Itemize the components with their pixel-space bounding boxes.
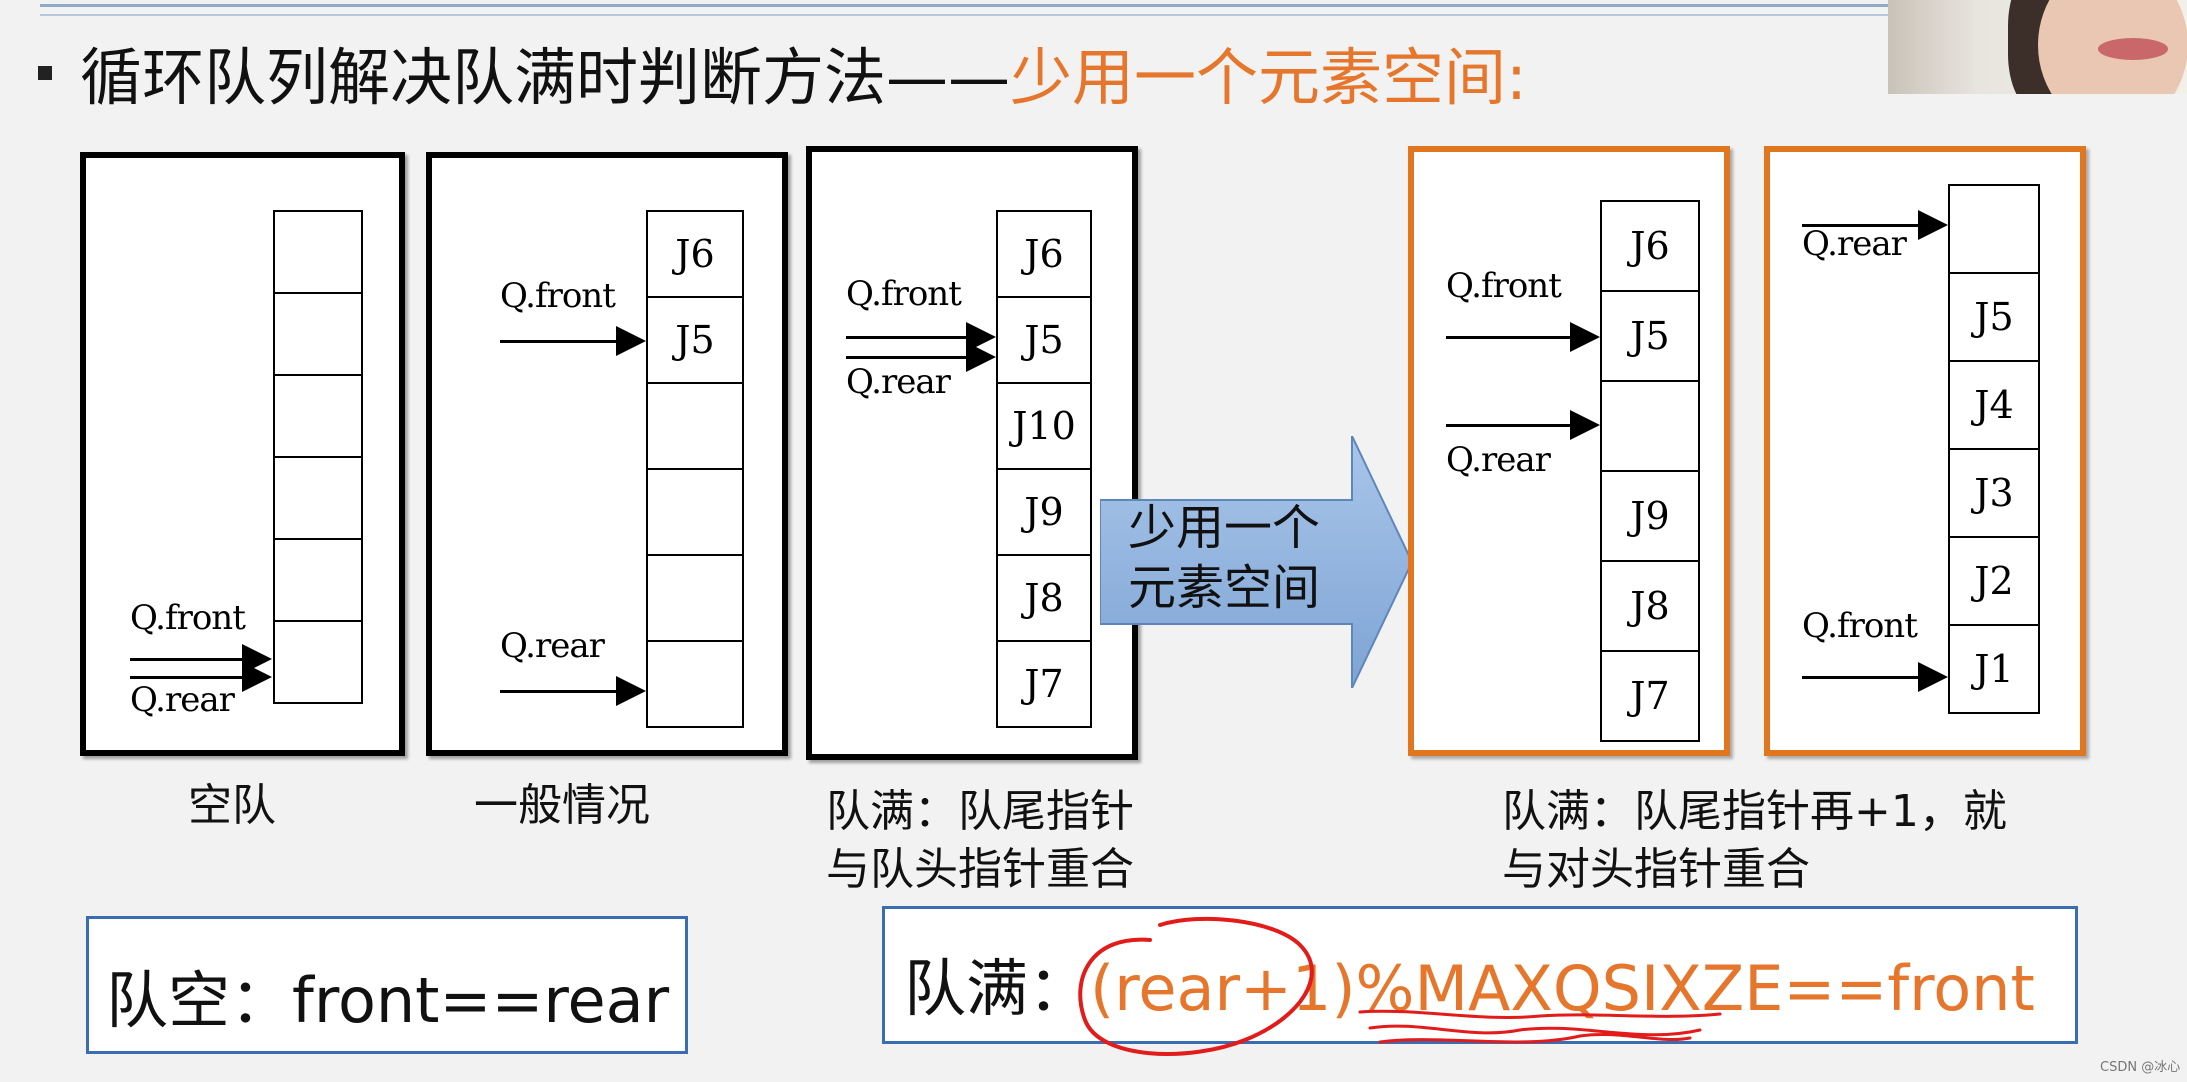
empty-condition-formula: 队空：front==rear bbox=[106, 964, 670, 1037]
queue-cell: J1 bbox=[1948, 624, 2040, 714]
front-pointer-label: Q.front bbox=[1802, 606, 1918, 646]
rear-pointer-arrow bbox=[1446, 410, 1600, 440]
queue-cell bbox=[273, 620, 363, 704]
rear-pointer-arrow bbox=[846, 342, 996, 372]
watermark: CSDN @冰心 bbox=[2100, 1060, 2181, 1075]
rear-pointer-label: Q.rear bbox=[1446, 440, 1551, 480]
queue-cell bbox=[646, 640, 744, 728]
queue-cell: J5 bbox=[1948, 272, 2040, 362]
full-condition-prefix: 队满： bbox=[904, 952, 1091, 1025]
queue-cell bbox=[273, 374, 363, 458]
rear-pointer-arrow bbox=[1802, 210, 1948, 240]
presenter-webcam bbox=[1888, 0, 2187, 94]
diagram-full-one-less-a: J6 J5 J9 J8 J7 Q.front Q.rear bbox=[1408, 146, 1730, 756]
front-pointer-arrow bbox=[846, 322, 996, 352]
caption-one-less-line2: 与对头指针重合 bbox=[1502, 844, 1810, 895]
queue-cell: J5 bbox=[646, 296, 744, 384]
queue-cell: J10 bbox=[996, 382, 1092, 470]
queue-cell bbox=[273, 538, 363, 622]
front-pointer-label: Q.front bbox=[500, 276, 616, 316]
rear-pointer-label: Q.rear bbox=[500, 626, 605, 666]
rear-pointer-label: Q.rear bbox=[130, 680, 235, 720]
front-pointer-label: Q.front bbox=[130, 598, 246, 638]
rear-pointer-label: Q.rear bbox=[1802, 224, 1907, 264]
rear-pointer-arrow bbox=[500, 676, 646, 706]
queue-cell: J8 bbox=[1600, 560, 1700, 652]
front-pointer-arrow bbox=[500, 326, 646, 356]
caption-empty: 空队 bbox=[188, 780, 276, 831]
queue-cell: J7 bbox=[996, 640, 1092, 728]
diagram-general-case: J6 J5 Q.front Q.rear bbox=[426, 152, 788, 756]
caption-general: 一般情况 bbox=[474, 780, 650, 831]
presenter-mouth bbox=[2098, 38, 2168, 60]
diagram-full-one-less-b: J5 J4 J3 J2 J1 Q.rear Q.front bbox=[1764, 146, 2086, 756]
title-main: 循环队列解决队满时判断方法—— bbox=[80, 41, 1011, 114]
queue-cell: J8 bbox=[996, 554, 1092, 642]
queue-cell bbox=[646, 382, 744, 470]
arrow-label-line1: 少用一个 bbox=[1128, 500, 1321, 556]
rear-pointer-label: Q.rear bbox=[846, 362, 951, 402]
queue-cell: J9 bbox=[1600, 470, 1700, 562]
full-condition-formula: 队满：(rear+1)%MAXQSIXZE==front bbox=[904, 938, 2035, 1028]
queue-cell bbox=[646, 554, 744, 642]
header-rule-thin bbox=[40, 14, 1890, 16]
queue-cell: J5 bbox=[1600, 290, 1700, 382]
queue-cell bbox=[1600, 380, 1700, 472]
queue-cell bbox=[646, 468, 744, 556]
front-pointer-arrow bbox=[130, 644, 272, 674]
header-rule bbox=[40, 4, 1890, 7]
empty-condition-box bbox=[86, 916, 688, 1054]
queue-cell: J7 bbox=[1600, 650, 1700, 742]
slide-title: 循环队列解决队满时判断方法——少用一个元素空间: bbox=[80, 38, 1527, 118]
queue-cell bbox=[1948, 184, 2040, 274]
diagram-full-overlap: J6 J5 J10 J9 J8 J7 Q.front Q.rear bbox=[806, 146, 1138, 760]
queue-cell bbox=[273, 456, 363, 540]
queue-cell: J6 bbox=[646, 210, 744, 298]
queue-cell bbox=[273, 292, 363, 376]
arrow-label-line2: 元素空间 bbox=[1128, 560, 1321, 616]
front-pointer-arrow bbox=[1446, 322, 1600, 352]
transition-arrow-icon bbox=[1100, 436, 1412, 688]
queue-cell: J5 bbox=[996, 296, 1092, 384]
title-bullet-icon bbox=[38, 66, 52, 80]
full-condition-expr: (rear+1)%MAXQSIXZE==front bbox=[1090, 952, 2035, 1025]
title-accent: 少用一个元素空间: bbox=[1010, 41, 1527, 114]
front-pointer-label: Q.front bbox=[846, 274, 962, 314]
queue-cell: J3 bbox=[1948, 448, 2040, 538]
queue-cell: J4 bbox=[1948, 360, 2040, 450]
front-pointer-label: Q.front bbox=[1446, 266, 1562, 306]
transition-arrow-label: 少用一个 元素空间 bbox=[1128, 498, 1320, 618]
queue-cell bbox=[273, 210, 363, 294]
caption-full-line2: 与队头指针重合 bbox=[826, 844, 1134, 895]
caption-one-less-line1: 队满：队尾指针再+1，就 bbox=[1502, 786, 2007, 837]
diagram-empty-queue: Q.front Q.rear bbox=[80, 152, 405, 756]
caption-full-line1: 队满：队尾指针 bbox=[826, 786, 1134, 837]
queue-cell: J2 bbox=[1948, 536, 2040, 626]
queue-cell: J6 bbox=[1600, 200, 1700, 292]
queue-cell: J9 bbox=[996, 468, 1092, 556]
front-pointer-arrow bbox=[1802, 662, 1948, 692]
rear-pointer-arrow bbox=[130, 662, 272, 692]
queue-cell: J6 bbox=[996, 210, 1092, 298]
